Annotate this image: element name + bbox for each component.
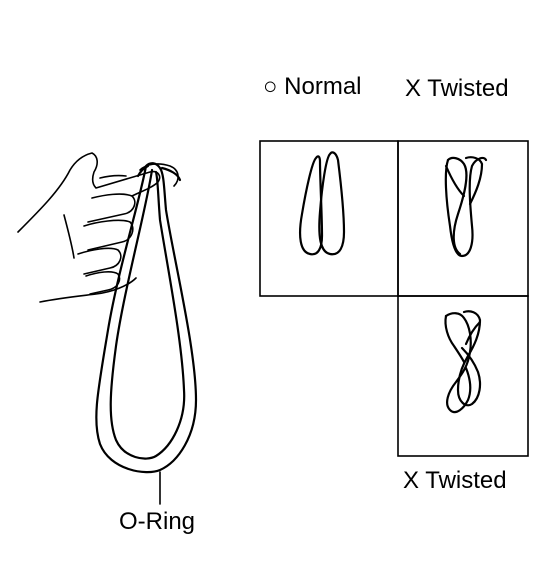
label-twisted-top: X Twisted (405, 75, 509, 102)
box-normal (259, 140, 399, 297)
oring-large-drawing (95, 162, 198, 474)
oring-twisted-drawing-2 (444, 310, 482, 414)
hand-illustration (17, 152, 179, 303)
label-oring: O-Ring (119, 508, 196, 535)
oring-twisted-drawing-1 (444, 156, 488, 258)
label-twisted-bottom: X Twisted (403, 467, 507, 494)
box-twisted-2 (397, 295, 529, 457)
oring-normal-drawing (299, 151, 346, 256)
label-normal: ○ Normal (263, 73, 362, 100)
